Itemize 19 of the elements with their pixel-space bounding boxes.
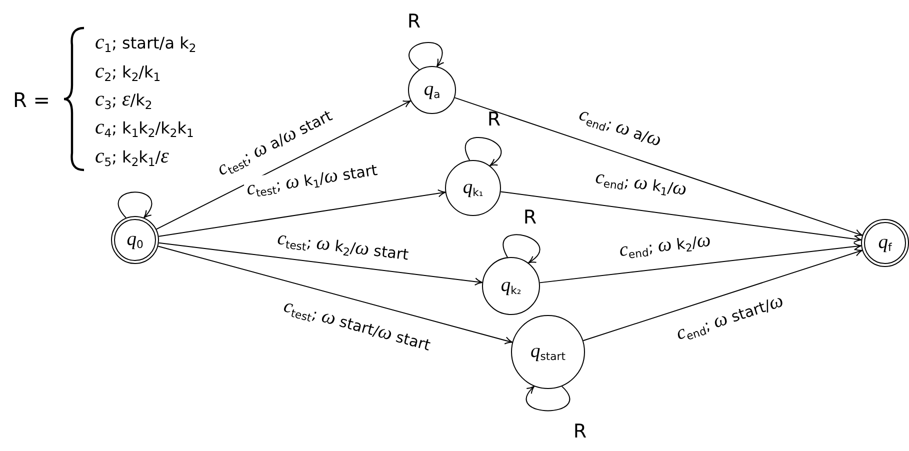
state-name: q$_{a}$ <box>424 78 440 102</box>
state-name: q$_{k₂}$ <box>500 274 522 298</box>
set-definition-label: R = <box>13 88 50 112</box>
accepting-state-circle <box>861 219 909 267</box>
state-name: q$_{0}$ <box>126 228 144 252</box>
state-name: q$_{k₁}$ <box>462 176 484 200</box>
state-circle <box>408 66 456 114</box>
rule-text: c$_{2}$; k$_{2}$/k$_{1}$ <box>95 59 161 85</box>
rule-text: c$_{4}$; k$_{1}$k$_{2}$/k$_{2}$k$_{1}$ <box>95 115 194 141</box>
rule-text: c$_{1}$; start/a k$_{2}$ <box>95 30 196 56</box>
edge-label: R <box>406 10 422 34</box>
rule-text: c$_{5}$; k$_{2}$k$_{1}$/ε <box>95 144 169 170</box>
accepting-state-circle <box>111 216 159 264</box>
state-name: q$_{start}$ <box>530 340 566 364</box>
edge-label: R <box>522 206 538 230</box>
rule-text: c$_{3}$; ε/k$_{2}$ <box>95 87 152 113</box>
edge-label: R <box>486 108 502 132</box>
edge-label: R <box>572 420 588 444</box>
state-name: q$_{f}$ <box>878 232 892 254</box>
